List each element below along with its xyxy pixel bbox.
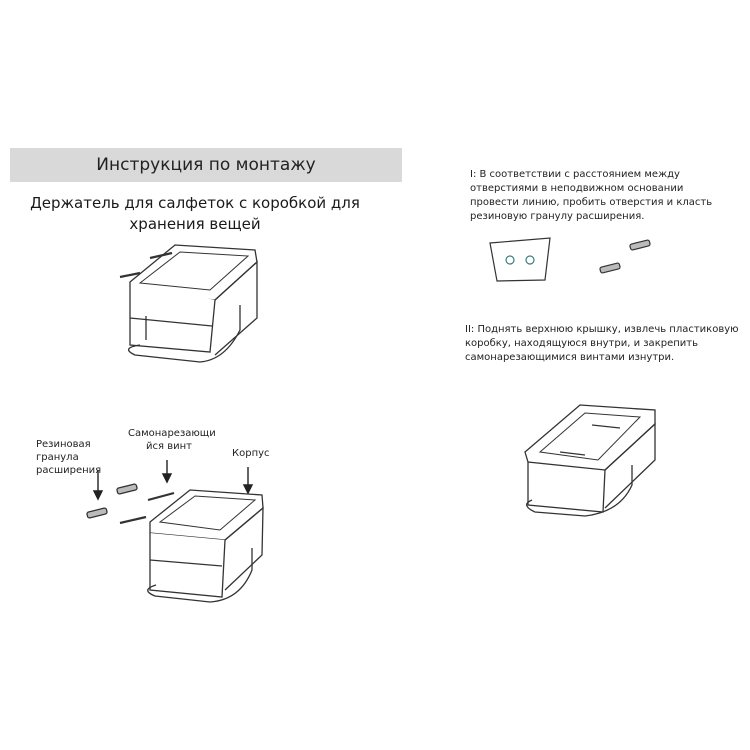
granule-label: Резиновая гранула расширения — [36, 439, 102, 476]
step-1-text: I: В соответствии с расстоянием между от… — [470, 169, 713, 222]
page-title: Инструкция по монтажу — [96, 155, 316, 175]
title-banner: Инструкция по монтажу — [10, 148, 402, 182]
step-2-text: II: Поднять верхнюю крышку, извлечь плас… — [465, 324, 739, 363]
product-subtitle: Держатель для салфеток с коробкой для хр… — [30, 194, 360, 233]
screw-label: Самонарезающи йся винт — [128, 428, 216, 452]
body-label: Корпус — [232, 448, 270, 459]
